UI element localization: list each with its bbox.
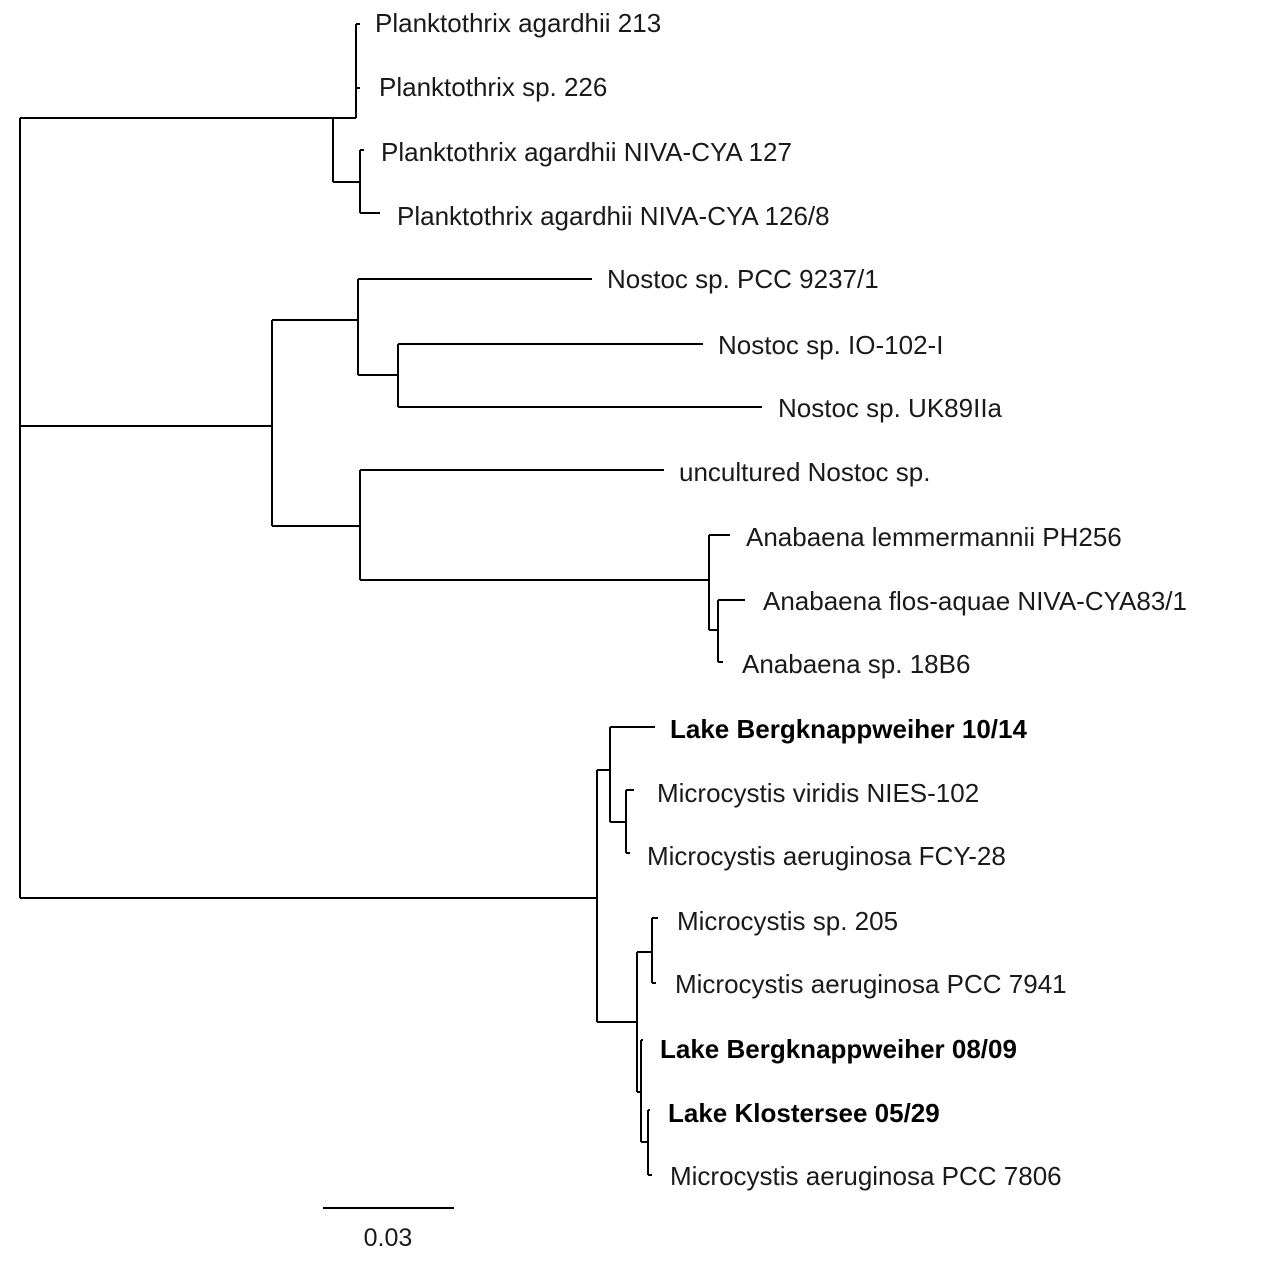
leaf-label-planktothrix-agardhii-niva-cya-127: Planktothrix agardhii NIVA-CYA 127	[381, 137, 792, 167]
leaf-label-microcystis-aeruginosa-pcc-7806: Microcystis aeruginosa PCC 7806	[670, 1161, 1062, 1191]
leaf-label-anabaena-lemmermannii-ph256: Anabaena lemmermannii PH256	[746, 522, 1122, 552]
leaf-label-planktothrix-agardhii-niva-cya-126-8: Planktothrix agardhii NIVA-CYA 126/8	[397, 201, 830, 231]
leaf-label-microcystis-aeruginosa-pcc-7941: Microcystis aeruginosa PCC 7941	[675, 969, 1067, 999]
leaf-label-lake-klostersee-05-29: Lake Klostersee 05/29	[668, 1098, 940, 1128]
leaf-label-nostoc-io-102-i: Nostoc sp. IO-102-I	[718, 330, 943, 360]
leaf-label-microcystis-sp-205: Microcystis sp. 205	[677, 906, 898, 936]
leaf-label-lake-bergknappweiher-08-09: Lake Bergknappweiher 08/09	[660, 1034, 1017, 1064]
leaf-label-anabaena-18b6: Anabaena sp. 18B6	[742, 649, 970, 679]
leaf-label-lake-bergknappweiher-10-14: Lake Bergknappweiher 10/14	[670, 714, 1027, 744]
leaf-label-nostoc-pcc-9237-1: Nostoc sp. PCC 9237/1	[607, 264, 879, 294]
leaf-label-microcystis-aeruginosa-fcy-28: Microcystis aeruginosa FCY-28	[647, 841, 1006, 871]
leaf-label-uncultured-nostoc: uncultured Nostoc sp.	[679, 457, 930, 487]
scale-bar: 0.03	[323, 1207, 454, 1252]
leaf-label-planktothrix-agardhii-213: Planktothrix agardhii 213	[375, 8, 661, 38]
leaf-label-planktothrix-sp-226: Planktothrix sp. 226	[379, 72, 607, 102]
tree-branches	[19, 23, 762, 1176]
leaf-label-nostoc-uk89iia: Nostoc sp. UK89IIa	[778, 393, 1003, 423]
scale-bar-label: 0.03	[364, 1224, 413, 1252]
leaf-label-microcystis-viridis-nies-102: Microcystis viridis NIES-102	[657, 778, 979, 808]
leaf-label-anabaena-flos-aquae: Anabaena flos-aquae NIVA-CYA83/1	[763, 586, 1187, 616]
leaf-labels: Planktothrix agardhii 213 Planktothrix s…	[375, 8, 1187, 1191]
